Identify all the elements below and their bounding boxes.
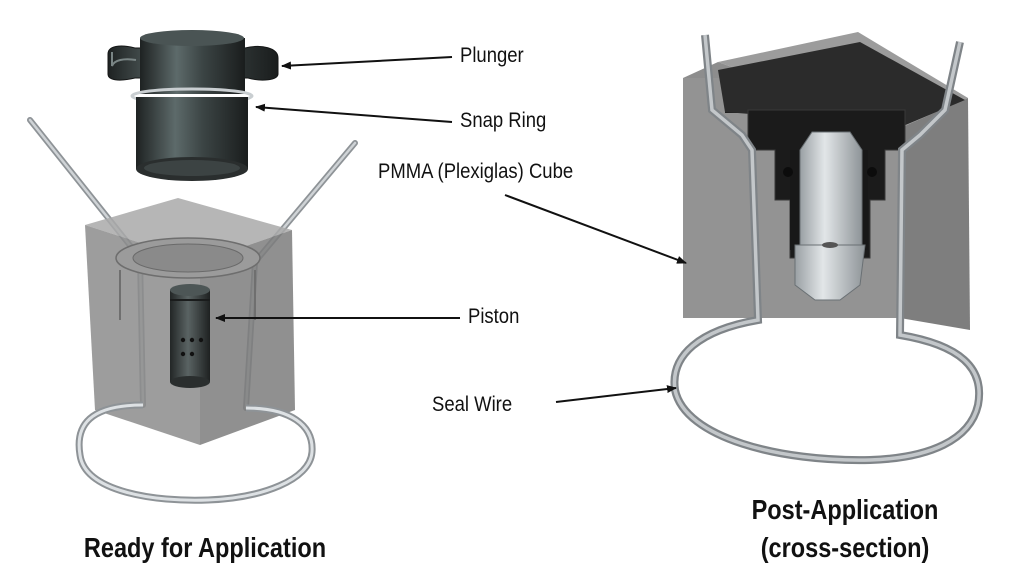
plunger-left	[107, 30, 279, 181]
label-seal-wire: Seal Wire	[432, 393, 513, 416]
seal-wire-loop-left	[75, 401, 316, 504]
arrow-plunger	[281, 56, 453, 70]
piston-right	[794, 131, 866, 301]
arrow-pmma-cube	[504, 194, 687, 264]
piston-left	[170, 284, 210, 388]
label-piston: Piston	[468, 305, 520, 328]
post-assembly	[670, 32, 984, 465]
arrow-seal-wire	[555, 385, 677, 403]
arrow-snap-ring	[255, 103, 453, 123]
seal-wire-right	[670, 34, 984, 465]
caption-post-line1: Post-Application	[751, 494, 939, 525]
label-snap-ring: Snap Ring	[460, 109, 547, 132]
label-pmma-cube: PMMA (Plexiglas) Cube	[378, 160, 574, 183]
leader-arrows	[215, 56, 687, 403]
ready-assembly	[27, 30, 358, 504]
caption-ready: Ready for Application	[83, 532, 327, 563]
label-plunger: Plunger	[460, 44, 524, 67]
caption-post-line2: (cross-section)	[760, 532, 930, 563]
pmma-cube-left	[85, 198, 295, 445]
